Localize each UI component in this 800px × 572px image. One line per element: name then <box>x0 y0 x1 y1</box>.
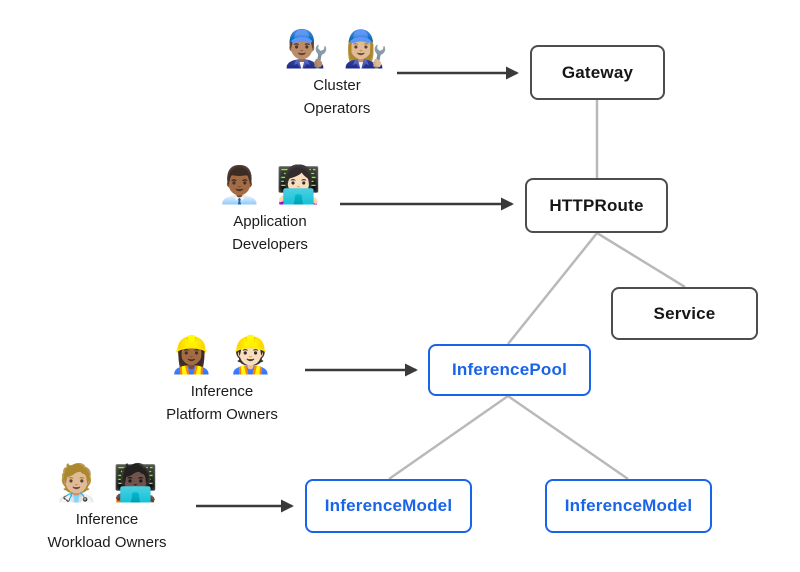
edge-httproute-inferencepool <box>507 232 598 345</box>
node-inferencepool: InferencePool <box>428 344 591 396</box>
node-inferencemodel-2: InferenceModel <box>545 479 712 533</box>
actor-label-line1: Cluster <box>313 77 361 94</box>
developers-emoji-icon: 👨🏾‍💼 👩🏻‍💻 <box>217 164 323 205</box>
edge-httproute-service <box>596 231 686 289</box>
mechanics-emoji-icon: 👨🏽‍🔧 👩🏼‍🔧 <box>284 28 390 69</box>
actor-label-line1: Application <box>233 213 307 230</box>
edge-inferencepool-inferencemodel-2 <box>507 394 629 481</box>
actor-label-line1: Inference <box>75 511 139 528</box>
edge-inferencepool-inferencemodel-1 <box>388 394 509 481</box>
actor-label-line1: Inference <box>190 383 254 400</box>
node-service: Service <box>611 287 758 340</box>
node-gateway: Gateway <box>530 45 665 100</box>
construction-workers-emoji-icon: 👷🏾‍♀️ 👷🏻 <box>169 334 275 375</box>
workload-owners-emoji-icon: 🧑🏼‍⚕️ 🧑🏿‍💻 <box>54 462 160 503</box>
actor-label-line2: Workload Owners <box>47 534 167 552</box>
actor-label-line2: Platform Owners <box>166 406 278 424</box>
node-httproute: HTTPRoute <box>525 178 668 233</box>
node-inferencemodel-1: InferenceModel <box>305 479 472 533</box>
actor-label-line2: Operators <box>303 100 371 118</box>
actor-label-line2: Developers <box>232 236 308 254</box>
